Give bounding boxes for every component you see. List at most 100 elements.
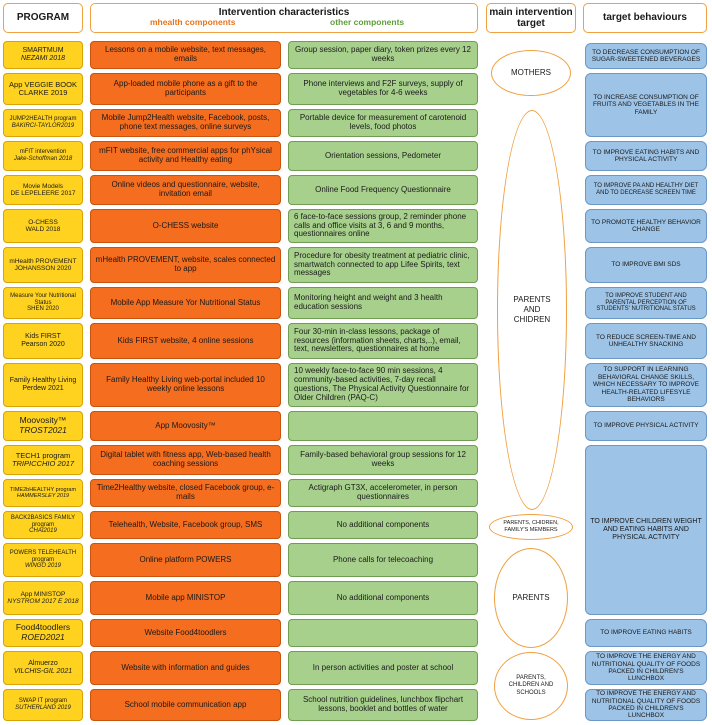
program-author: TRIPICCHIO 2017 [11,459,75,468]
other-component [288,619,478,647]
program-author: Perdew 2021 [22,385,64,392]
mhealth-component: School mobile communication app [90,689,281,721]
program-name: JUMP2HEALTH program [9,116,77,123]
header-intervention: Intervention characteristics [90,3,478,33]
mhealth-component: Website Food4toodlers [90,619,281,647]
mhealth-component: Time2Healthy website, closed Facebook gr… [90,479,281,507]
program-name: Movie Models [22,182,64,190]
program-author: ROED2021 [21,632,65,642]
program-author: TROST2021 [19,425,67,435]
target-behaviour: TO IMPROVE THE ENERGY AND NUTRITIONAL QU… [585,651,707,685]
program-name: BACK2BASICS FAMILY program [10,514,76,528]
other-component: Four 30-min in-class lessons, package of… [288,323,478,359]
program-author: BAKIRCI-TAYLOR2019 [11,123,75,129]
target-behaviour: TO IMPROVE EATING HABITS [585,619,707,647]
header-main-target: main intervention target [486,3,576,33]
mhealth-component: mHealth PROVEMENT, website, scales conne… [90,247,281,283]
mhealth-component: App-loaded mobile phone as a gift to the… [90,73,281,105]
target-behaviour: TO IMPROVE BMI SDS [585,247,707,283]
other-component: No additional components [288,511,478,539]
program-name: O-CHESS [28,218,58,226]
mhealth-component: Online platform POWERS [90,543,281,577]
target-behaviour: TO IMPROVE THE ENERGY AND NUTRITIONAL QU… [585,689,707,721]
program-name: Food4toodlers [15,622,71,633]
program-name: Family Healthy Living [9,377,77,385]
other-component: In person activities and poster at schoo… [288,651,478,685]
mhealth-component: Telehealth, Website, Facebook group, SMS [90,511,281,539]
target-behaviour: TO REDUCE SCREEN-TIME AND UNHEALTHY SNAC… [585,323,707,359]
other-component: Orientation sessions, Pedometer [288,141,478,171]
mhealth-component: Lessons on a mobile website, text messag… [90,41,281,69]
target-behaviour: TO SUPPORT IN LEARNING BEHAVIORAL CHANGE… [585,363,707,407]
target-parents: PARENTS [494,548,568,648]
program-name: TECH1 program [15,450,71,460]
target-behaviour: TO PROMOTE HEALTHY BEHAVIOR CHANGE [585,209,707,243]
header-program: PROGRAM [3,3,83,33]
target-behaviour: TO IMPROVE STUDENT AND PARENTAL PERCEPTI… [585,287,707,319]
mhealth-component: Online videos and questionnaire, website… [90,175,281,205]
mhealth-component: Mobile app MINISTOP [90,581,281,615]
program-author: CHAI2019 [29,528,57,535]
mhealth-component: Family Healthy Living web-portal include… [90,363,281,407]
other-component: 10 weekly face-to-face 90 min sessions, … [288,363,478,407]
mhealth-component: mFIT website, free commercial apps for p… [90,141,281,171]
target-behaviour: TO IMPROVE PHYSICAL ACTIVITY [585,411,707,441]
program-author: Jake-Schoffman 2018 [13,156,73,162]
program-author: WINGO 2019 [24,563,61,570]
other-component: Phone interviews and F2F surveys, supply… [288,73,478,105]
other-component: Group session, paper diary, token prizes… [288,41,478,69]
program-author: VILCHIS-GIL 2021 [13,668,73,675]
program-name: SWAP IT program [18,698,68,705]
target-parents-children-schools: PARENTS, CHILDREN AND SCHOOLS [494,652,568,720]
other-component: Phone calls for telecoaching [288,543,478,577]
mhealth-component: Kids FIRST website, 4 online sessions [90,323,281,359]
program-name: POWERS TELEHEALTH program [9,549,77,563]
other-component: Family-based behavioral group sessions f… [288,445,478,475]
other-component [288,411,478,441]
mhealth-component: Website with information and guides [90,651,281,685]
program-name: TIME2bHEALTHY program [9,486,77,493]
target-parents-children: PARENTS AND CHIDREN [497,110,567,510]
mhealth-component: App Moovosity™ [90,411,281,441]
header-mhealth-components: mhealth components [150,17,236,27]
program-name: Kids FIRST [25,333,61,341]
program-author: Pearson 2020 [21,341,65,348]
program-author: HAMMERSLEY 2019 [16,493,70,499]
other-component: Portable device for measurement of carot… [288,109,478,137]
other-component: No additional components [288,581,478,615]
program-author: CLARKE 2019 [18,88,68,97]
target-behaviour: TO IMPROVE PA AND HEALTHY DIET AND TO DE… [585,175,707,205]
target-behaviour: TO INCREASE CONSUMPTION OF FRUITS AND VE… [585,73,707,137]
program-author: SHEN 2020 [27,306,59,313]
program-name: mFIT intervention [19,149,67,156]
target-behaviour: TO DECREASE CONSUMPTION OF SUGAR-SWEETEN… [585,43,707,69]
program-author: SUTHERLAND 2019 [15,705,71,711]
target-behaviour: TO IMPROVE EATING HABITS AND PHYSICAL AC… [585,141,707,171]
target-behaviour: TO IMPROVE CHILDREN WEIGHT AND EATING HA… [585,445,707,615]
header-target-behaviours: target behaviours [583,3,707,33]
program-author: WALD 2018 [25,226,61,233]
program-author: JOHANSSON 2020 [14,265,72,272]
program-author: NYSTROM 2017 E 2018 [7,598,79,605]
program-name: App VEGGIE BOOK [9,79,77,89]
program-name: SMARTMUM [22,47,64,55]
target-parents-children-family: PARENTS, CHIDREN, FAMILY'S MEMBERS [489,514,573,540]
program-name: Measure Your Nutritional Status [10,292,76,306]
mhealth-component: Digital tablet with fitness app, Web-bas… [90,445,281,475]
mhealth-component: Mobile Jump2Health website, Facebook, po… [90,109,281,137]
